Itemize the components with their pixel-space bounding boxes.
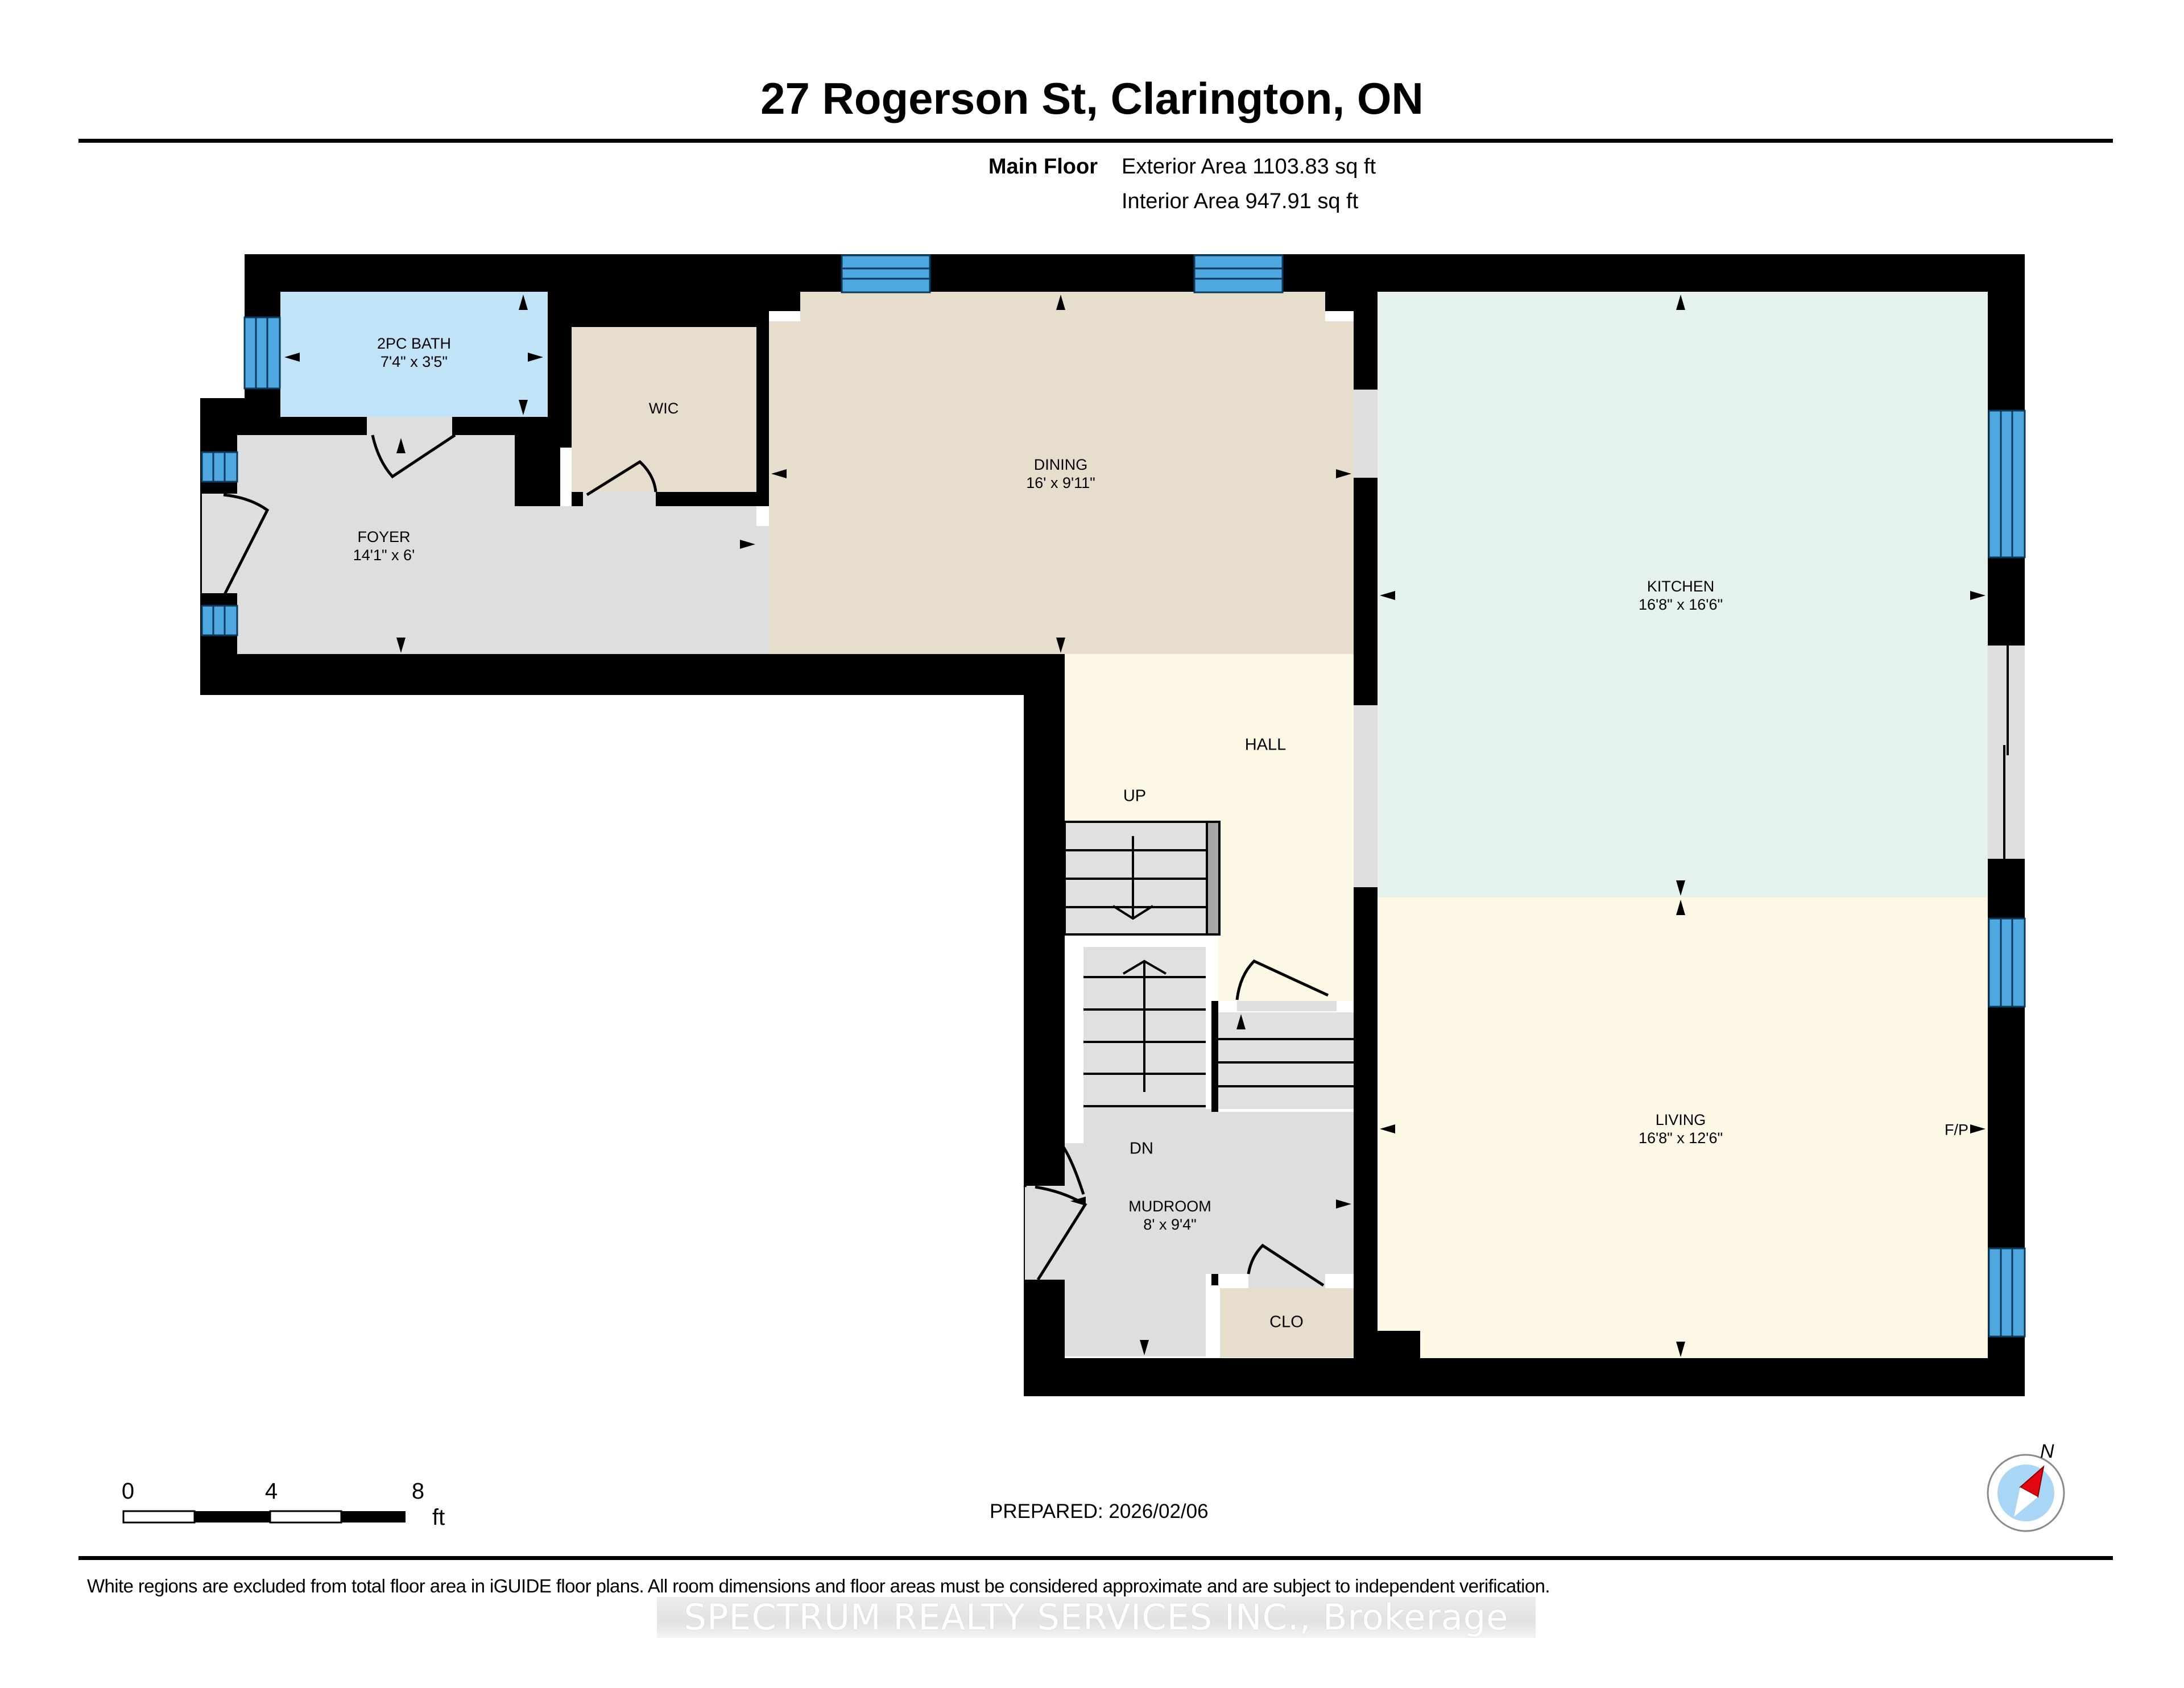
header-divider bbox=[78, 139, 2113, 143]
exterior-area: Exterior Area 1103.83 sq ft bbox=[1122, 155, 1376, 179]
bath-floor bbox=[280, 292, 548, 417]
room-label-closet: CLO bbox=[1269, 1313, 1304, 1331]
prepared-date: PREPARED: 2026/02/06 bbox=[990, 1500, 1209, 1522]
room-dimensions: 14'1" x 6' bbox=[353, 547, 415, 564]
room-label-hall: HALL bbox=[1244, 735, 1287, 754]
room-label-living: LIVING 16'8" x 12'6" bbox=[1639, 1111, 1723, 1147]
foyer-floor bbox=[237, 435, 756, 654]
room-dimensions: 16' x 9'11" bbox=[1026, 474, 1095, 491]
page-title: 27 Rogerson St, Clarington, ON bbox=[760, 73, 1424, 123]
room-name: WIC bbox=[648, 400, 679, 417]
stairs-down bbox=[1083, 947, 1206, 1109]
compass-north-label: N bbox=[2040, 1442, 2054, 1462]
scale-tick-0: 0 bbox=[121, 1479, 135, 1504]
room-dimensions: 8' x 9'4" bbox=[1143, 1216, 1197, 1233]
mudroom-floor bbox=[1065, 1109, 1354, 1356]
scale-bar: 0 4 8 ft bbox=[122, 1479, 464, 1541]
stairs-down-label: DN bbox=[1130, 1139, 1153, 1158]
stairs-up bbox=[1064, 821, 1221, 936]
scale-tick-8: 8 bbox=[411, 1479, 425, 1504]
kitchen-floor bbox=[1378, 292, 1988, 900]
floor-name: Main Floor bbox=[988, 155, 1098, 179]
room-name: DINING bbox=[1033, 456, 1088, 473]
windows bbox=[201, 254, 2026, 1338]
room-label-2pc-bath: 2PC BATH 7'4" x 3'5" bbox=[377, 334, 451, 371]
closet-floor bbox=[1220, 1288, 1354, 1358]
room-name: FOYER bbox=[357, 528, 411, 545]
room-name: LIVING bbox=[1655, 1111, 1706, 1128]
room-name: KITCHEN bbox=[1647, 578, 1715, 595]
wic-floor bbox=[572, 327, 756, 492]
compass-icon: N bbox=[1982, 1441, 2073, 1533]
scale-tick-4: 4 bbox=[264, 1479, 278, 1504]
room-label-wic: WIC bbox=[649, 399, 679, 417]
watermark: SPECTRUM REALTY SERVICES INC., Brokerage bbox=[657, 1597, 1536, 1638]
scale-bar-graphic bbox=[122, 1510, 406, 1524]
room-dimensions: 7'4" x 3'5" bbox=[380, 353, 448, 370]
room-name: 2PC BATH bbox=[377, 335, 452, 352]
room-label-foyer: FOYER 14'1" x 6' bbox=[353, 528, 415, 564]
dimension-arrows bbox=[284, 295, 1986, 1357]
room-label-mudroom: MUDROOM 8' x 9'4" bbox=[1128, 1197, 1211, 1234]
dining-floor bbox=[769, 292, 1354, 654]
living-floor bbox=[1378, 897, 1988, 1358]
disclaimer: White regions are excluded from total fl… bbox=[87, 1575, 1550, 1596]
room-dimensions: 16'8" x 16'6" bbox=[1638, 596, 1723, 613]
interior-area: Interior Area 947.91 sq ft bbox=[1122, 189, 1359, 213]
room-label-kitchen: KITCHEN 16'8" x 16'6" bbox=[1639, 577, 1723, 614]
stairs-up-label: UP bbox=[1123, 787, 1147, 805]
room-name: MUDROOM bbox=[1128, 1198, 1211, 1215]
room-label-dining: DINING 16' x 9'11" bbox=[1026, 456, 1095, 492]
room-dimensions: 16'8" x 12'6" bbox=[1638, 1130, 1723, 1147]
fireplace-label: F/P bbox=[1944, 1121, 1969, 1139]
footer-divider bbox=[78, 1556, 2113, 1560]
scale-unit: ft bbox=[432, 1505, 445, 1530]
